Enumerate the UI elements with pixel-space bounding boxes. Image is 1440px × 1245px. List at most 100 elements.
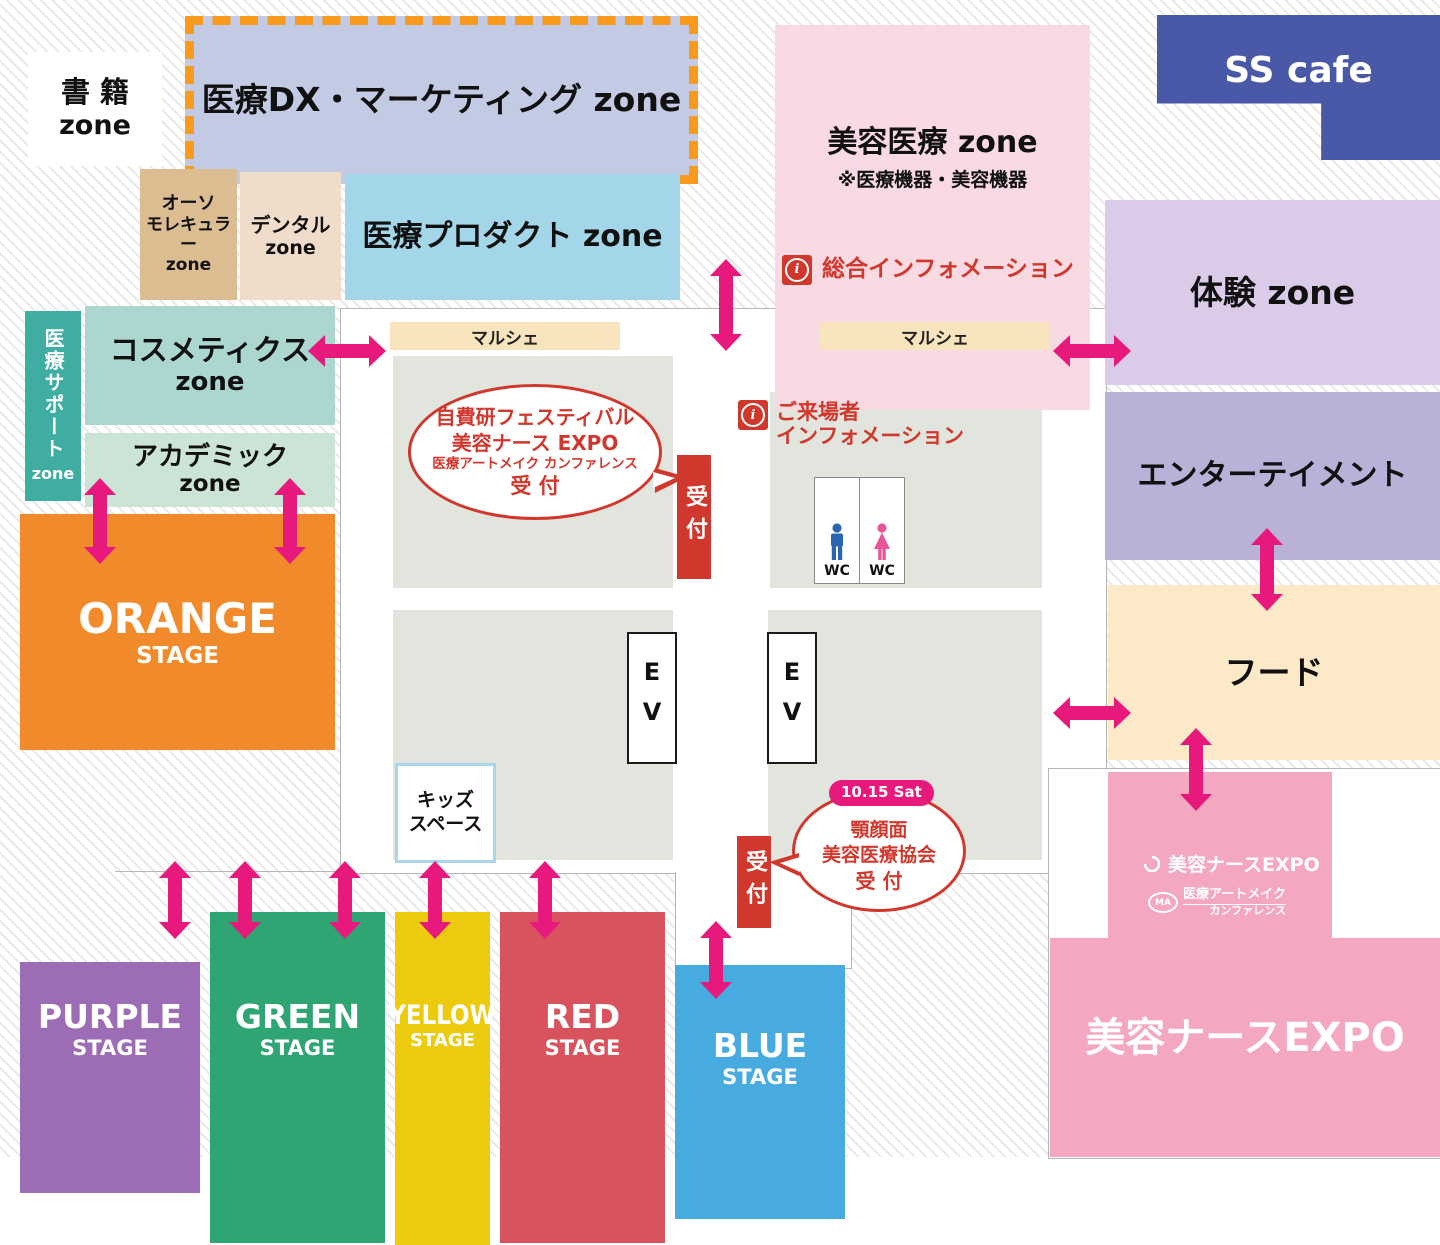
academic-orange-left-arrow-icon bbox=[84, 478, 116, 564]
stage-type: STAGE bbox=[410, 1030, 475, 1052]
hall-food-arrow-icon bbox=[1053, 697, 1131, 729]
zone-dental-line1: デンタル bbox=[250, 212, 331, 237]
artmake-logo-lines: 医療アートメイク カンファレンス bbox=[1183, 887, 1286, 918]
food-expo-arrow-icon bbox=[1180, 728, 1212, 811]
marche-counter-left: マルシェ bbox=[390, 322, 620, 350]
zone-academic-line1: アカデミック bbox=[131, 442, 288, 473]
zone-medical-support-label: 医療サポート bbox=[41, 328, 65, 461]
artmake-logo-line2: カンファレンス bbox=[1209, 903, 1286, 917]
nurse-expo-swirl-icon bbox=[1143, 855, 1161, 872]
elevator-2: EV bbox=[767, 632, 817, 764]
purple-stage: PURPLE STAGE bbox=[20, 962, 200, 1193]
stage-type: STAGE bbox=[72, 1035, 148, 1060]
zone-cosmetics: コスメティクス zone bbox=[85, 306, 335, 425]
red-stage: RED STAGE bbox=[500, 912, 665, 1243]
artmake-conference-logo: MA 医療アートメイク カンファレンス bbox=[1148, 887, 1286, 918]
reception-tab-jaw: 受付 bbox=[737, 836, 771, 928]
zone-academic-suffix: zone bbox=[179, 470, 241, 497]
wc-male-label: WC bbox=[824, 563, 850, 579]
stage-name: YELLOW bbox=[389, 1000, 496, 1031]
zone-ss-cafe-label: SS cafe bbox=[1224, 50, 1373, 91]
yellow-stage-arrow-icon bbox=[419, 861, 451, 939]
nurse-expo-title: 美容ナースEXPO bbox=[1085, 1015, 1405, 1061]
stage-name: RED bbox=[544, 997, 621, 1036]
elevator-1: EV bbox=[627, 632, 677, 764]
zone-entertainment: エンターテイメント bbox=[1105, 392, 1440, 560]
artmake-logo-line1: 医療アートメイク bbox=[1183, 887, 1286, 905]
zone-books-suffix: zone bbox=[59, 110, 131, 142]
wc-female-label: WC bbox=[869, 563, 895, 579]
zone-experience-label: 体験 zone bbox=[1189, 272, 1356, 312]
zone-food-label: フード bbox=[1224, 652, 1324, 692]
entertainment-food-arrow-icon bbox=[1251, 528, 1283, 611]
marche-left-label: マルシェ bbox=[471, 328, 539, 349]
zone-entertainment-label: エンターテイメント bbox=[1137, 458, 1408, 493]
green-stage-arrow-2-icon bbox=[329, 861, 361, 939]
elevator-1-label: EV bbox=[638, 658, 666, 738]
info-icon-glyph: i bbox=[785, 258, 809, 282]
blue-stage-arrow-icon bbox=[700, 921, 732, 999]
zone-books-label: 書 籍 bbox=[60, 75, 130, 110]
kids-space: キッズ スペース bbox=[395, 763, 496, 863]
reception-callout-line1: 自費研フェスティバル bbox=[435, 404, 635, 429]
visitor-information: i ご来場者 インフォメーション bbox=[738, 400, 964, 448]
green-stage: GREEN STAGE bbox=[210, 912, 385, 1243]
zone-dental: デンタル zone bbox=[240, 172, 341, 300]
info-icon: i bbox=[738, 400, 768, 430]
purple-stage-arrow-icon bbox=[159, 861, 191, 939]
visitor-information-line1: ご来場者 bbox=[776, 400, 860, 424]
north-entrance-arrow-icon bbox=[710, 259, 742, 351]
reception-tab-jaw-label: 受付 bbox=[742, 850, 767, 914]
general-information-label: 総合インフォメーション bbox=[822, 256, 1074, 283]
nurse-expo-logo-text: 美容ナースEXPO bbox=[1168, 854, 1320, 876]
jaw-reception-callout: 10.15 Sat 顎顔面 美容医療協会 受 付 bbox=[769, 780, 966, 912]
zone-orthomolecular: オーソ モレキュラー zone bbox=[140, 169, 237, 300]
wc-male: WC bbox=[814, 477, 860, 584]
info-icon: i bbox=[782, 255, 812, 285]
stage-type: STAGE bbox=[136, 642, 219, 669]
male-icon bbox=[831, 523, 843, 560]
jaw-callout-line2: 美容医療協会 bbox=[821, 844, 936, 866]
cma-mark-icon: MA bbox=[1148, 892, 1178, 914]
cosmetics-hall-arrow-icon bbox=[308, 335, 386, 367]
stage-type: STAGE bbox=[544, 1035, 621, 1060]
zone-medical-support-suffix: zone bbox=[31, 464, 75, 484]
reception-tab-main: 受付 bbox=[677, 455, 711, 579]
general-information: i 総合インフォメーション bbox=[782, 255, 1074, 285]
marche-counter-right: マルシェ bbox=[820, 322, 1050, 350]
zone-beauty-medical: 美容医療 zone ※医療機器・美容機器 i 総合インフォメーション bbox=[775, 25, 1090, 410]
zone-cosmetics-line1: コスメティクス bbox=[109, 332, 311, 367]
hall-experience-arrow-icon bbox=[1053, 335, 1131, 367]
yellow-stage: YELLOW STAGE bbox=[390, 912, 495, 1245]
nurse-expo-logo: 美容ナースEXPO bbox=[1142, 850, 1320, 877]
zone-beauty-medical-title: 美容医療 zone bbox=[827, 125, 1038, 160]
jaw-callout-line1: 顎顔面 bbox=[850, 819, 908, 842]
wc-female: WC bbox=[859, 477, 905, 584]
zone-medical-support: 医療サポート zone bbox=[25, 311, 81, 501]
zone-experience: 体験 zone bbox=[1105, 200, 1440, 385]
visitor-information-lines: ご来場者 インフォメーション bbox=[776, 400, 964, 448]
zone-medical-product: 医療プロダクト zone bbox=[345, 174, 680, 300]
kids-space-line2: スペース bbox=[408, 813, 483, 835]
zone-medical-dx: 医療DX・マーケティング zone bbox=[185, 16, 698, 184]
info-icon-glyph: i bbox=[741, 403, 765, 427]
date-badge: 10.15 Sat bbox=[829, 780, 934, 806]
stage-name: ORANGE bbox=[78, 593, 277, 643]
zone-cosmetics-suffix: zone bbox=[175, 367, 245, 398]
zone-books: 書 籍 zone bbox=[28, 52, 162, 166]
zone-academic: アカデミック zone bbox=[85, 433, 335, 507]
stage-name: PURPLE bbox=[37, 997, 183, 1036]
academic-orange-right-arrow-icon bbox=[274, 478, 306, 564]
green-stage-arrow-1-icon bbox=[229, 861, 261, 939]
kids-space-line1: キッズ bbox=[416, 789, 474, 812]
marche-right-label: マルシェ bbox=[901, 328, 969, 349]
zone-medical-dx-label: 医療DX・マーケティング zone bbox=[201, 80, 682, 120]
venue-outline-segment bbox=[115, 871, 341, 872]
jaw-callout-line3: 受 付 bbox=[855, 868, 903, 893]
stage-name: BLUE bbox=[712, 1026, 808, 1065]
zone-orthomolecular-line1: オーソ bbox=[161, 193, 216, 215]
blue-stage: BLUE STAGE bbox=[675, 965, 845, 1219]
zone-medical-product-label: 医療プロダクト zone bbox=[362, 219, 663, 254]
reception-tab-main-label: 受付 bbox=[682, 485, 707, 549]
reception-callout-line2: 美容ナース EXPO bbox=[451, 430, 619, 455]
